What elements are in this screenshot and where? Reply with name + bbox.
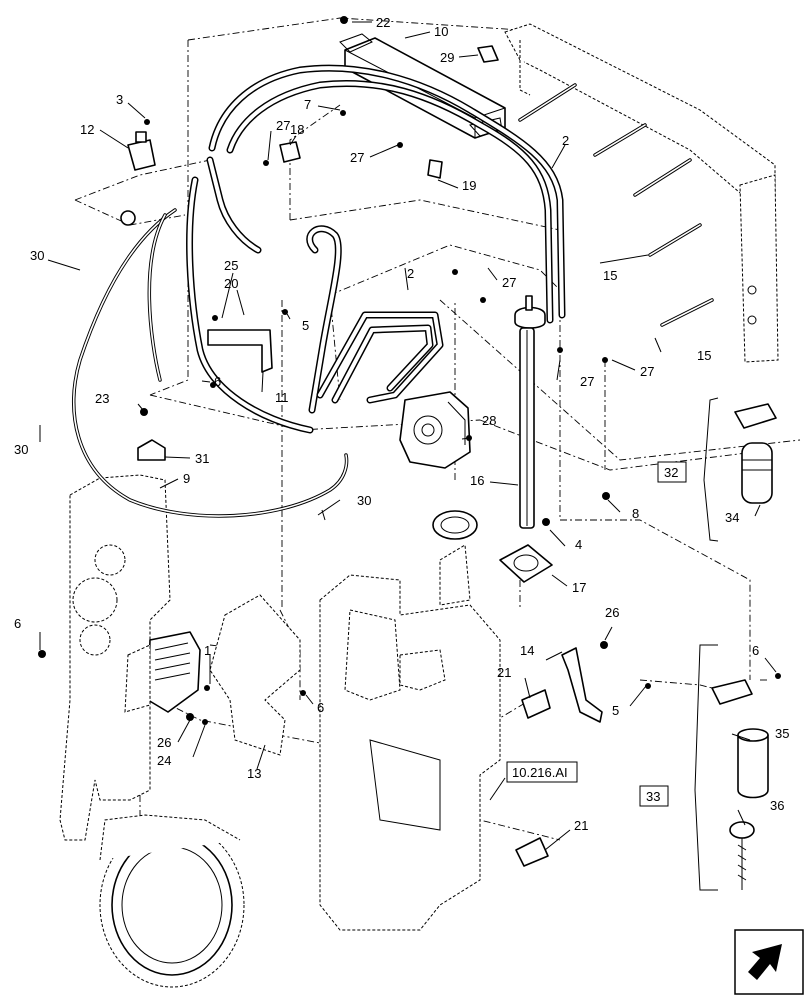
tank-bracket — [561, 647, 603, 723]
callout-4: 4 — [575, 537, 582, 552]
fuel-filter-33 — [711, 679, 769, 890]
callout-6: 6 — [214, 374, 221, 389]
callout-2: 2 — [562, 133, 569, 148]
boxed-callout-32-text: 32 — [664, 465, 678, 480]
small-components — [120, 45, 499, 461]
callout-28: 28 — [482, 413, 496, 428]
ecu-module — [124, 631, 201, 713]
harness-ties — [518, 83, 714, 327]
callout-25: 25 — [224, 258, 238, 273]
fuel-pump — [399, 391, 471, 469]
callout-30: 30 — [357, 493, 371, 508]
callout-6: 6 — [14, 616, 21, 631]
callout-1: 1 — [204, 643, 211, 658]
callout-14: 14 — [520, 643, 534, 658]
callout-27: 27 — [640, 364, 654, 379]
callout-19: 19 — [462, 178, 476, 193]
callout-26: 26 — [157, 735, 171, 750]
callout-17: 17 — [572, 580, 586, 595]
callout-15: 15 — [603, 268, 617, 283]
arrow-icon[interactable] — [734, 929, 804, 995]
callout-5: 5 — [302, 318, 309, 333]
callout-35: 35 — [775, 726, 789, 741]
heat-shield — [209, 594, 301, 756]
boxed-callout-32: 32 — [657, 461, 687, 483]
callout-34: 34 — [725, 510, 739, 525]
engine-plate — [59, 474, 171, 841]
callout-6: 6 — [752, 643, 759, 658]
callout-22: 22 — [376, 15, 390, 30]
reference-link-text[interactable]: 10.216.AI — [512, 765, 568, 780]
leader-lines — [39, 21, 777, 891]
callout-21: 21 — [574, 818, 588, 833]
callout-24: 24 — [157, 753, 171, 768]
callout-11: 11 — [275, 390, 289, 405]
callout-7: 7 — [304, 97, 311, 112]
callout-26: 26 — [605, 605, 619, 620]
callout-23: 23 — [95, 391, 109, 406]
callout-16: 16 — [470, 473, 484, 488]
callout-36: 36 — [770, 798, 784, 813]
fuel-filter-32 — [734, 403, 777, 504]
callout-20: 20 — [224, 276, 238, 291]
callout-27: 27 — [502, 275, 516, 290]
fasteners — [38, 16, 781, 725]
reference-link[interactable]: 10.216.AI — [506, 761, 578, 783]
callout-13: 13 — [247, 766, 261, 781]
callout-8: 8 — [632, 506, 639, 521]
callout-21: 21 — [497, 665, 511, 680]
callout-31: 31 — [195, 451, 209, 466]
callout-9: 9 — [183, 471, 190, 486]
flywheel-housing — [99, 814, 245, 988]
callout-12: 12 — [80, 122, 94, 137]
callout-6: 6 — [317, 700, 324, 715]
callout-3: 3 — [116, 92, 123, 107]
callout-27: 27 — [580, 374, 594, 389]
rubber-pads — [515, 689, 551, 867]
callout-18: 18 — [290, 122, 304, 137]
callout-27: 27 — [350, 150, 364, 165]
fuel-hoses — [71, 64, 566, 518]
frame-rail — [504, 23, 779, 363]
callout-30: 30 — [30, 248, 44, 263]
callout-29: 29 — [440, 50, 454, 65]
callout-10: 10 — [434, 24, 448, 39]
callout-15: 15 — [697, 348, 711, 363]
callout-5: 5 — [612, 703, 619, 718]
level-sender — [514, 295, 546, 529]
callout-27: 27 — [276, 118, 290, 133]
fuel-tank — [319, 510, 501, 931]
callout-30: 30 — [14, 442, 28, 457]
callout-labels: 22 10 29 3 12 7 27 18 27 19 2 30 25 20 5… — [14, 15, 789, 833]
boxed-callout-33: 33 — [639, 785, 669, 807]
callout-2: 2 — [407, 266, 414, 281]
gasket — [499, 544, 553, 583]
boxed-callout-33-text: 33 — [646, 789, 660, 804]
